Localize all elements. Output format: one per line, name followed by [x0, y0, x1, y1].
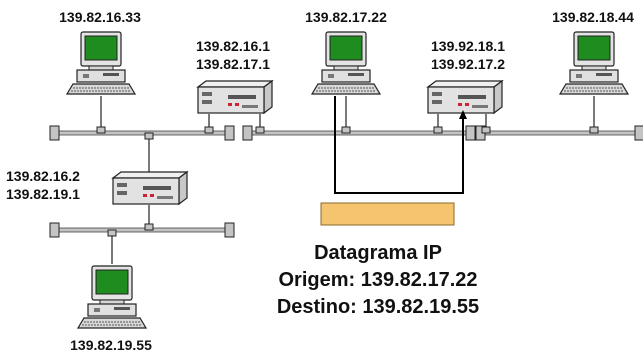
packet-box	[320, 202, 455, 226]
network-segment-17	[242, 125, 476, 141]
router-b-icon	[427, 80, 503, 114]
host-bottom-label: 139.82.19.55	[70, 337, 152, 353]
host-top-middle-label: 139.82.17.22	[305, 9, 387, 25]
datagram-title: Datagrama IP	[314, 242, 442, 264]
host-top-middle-icon	[311, 31, 381, 95]
network-segment-16	[49, 125, 235, 141]
network-segment-18	[475, 125, 643, 141]
router-b-label-1: 139.92.18.1	[431, 38, 505, 54]
router-c-icon	[112, 171, 188, 205]
network-taps	[96, 126, 599, 237]
router-c-label-1: 139.82.16.2	[6, 168, 80, 184]
network-segment-19	[49, 222, 235, 238]
router-b-label-2: 139.92.17.2	[431, 56, 505, 72]
router-a-label-1: 139.82.16.1	[196, 38, 270, 54]
router-a-label-2: 139.82.17.1	[196, 56, 270, 72]
host-bottom-icon	[77, 265, 147, 329]
router-a-icon	[197, 80, 273, 114]
host-top-left-icon	[66, 31, 136, 95]
datagram-path-arrow	[334, 96, 467, 194]
datagram-origin: Origem: 139.82.17.22	[278, 269, 477, 291]
host-top-left-label: 139.82.16.33	[59, 9, 141, 25]
router-c-label-2: 139.82.19.1	[6, 186, 80, 202]
host-top-right-label: 139.82.18.44	[552, 9, 634, 25]
host-top-right-icon	[559, 31, 629, 95]
datagram-destination: Destino: 139.82.19.55	[277, 296, 479, 318]
